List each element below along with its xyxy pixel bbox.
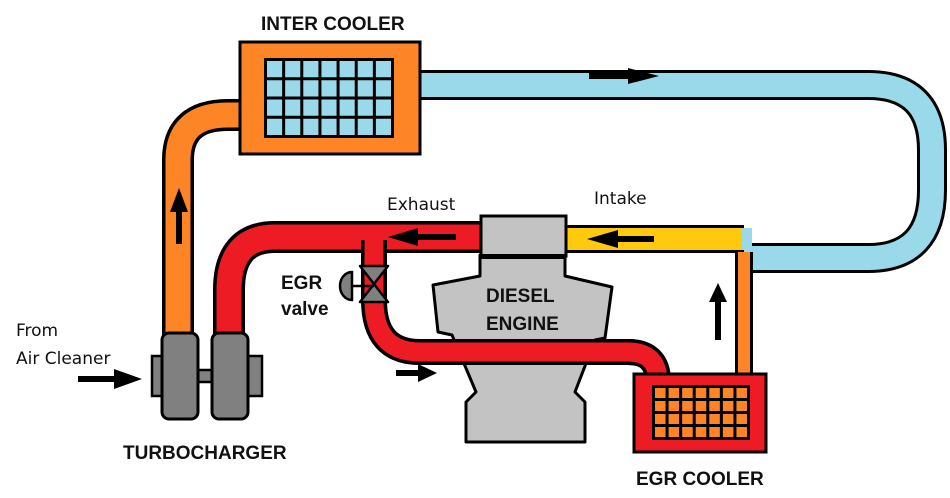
grid-cell xyxy=(267,99,283,116)
grid-cell xyxy=(655,401,666,411)
grid-cell xyxy=(682,388,693,398)
grid-cell xyxy=(709,427,720,437)
grid-cell xyxy=(695,401,707,411)
egr-return-pipe xyxy=(735,252,753,376)
grid-cell xyxy=(357,80,373,97)
compressed-air-pipe xyxy=(162,99,250,338)
grid-cell xyxy=(339,99,355,116)
grid-cell xyxy=(722,388,734,398)
grid-cell xyxy=(709,414,720,424)
grid-cell xyxy=(321,118,337,135)
grid-cell xyxy=(682,414,693,424)
grid-cell xyxy=(682,427,693,437)
grid-cell xyxy=(303,80,319,97)
arrow-up-icon xyxy=(709,283,727,340)
grid-cell xyxy=(339,61,355,78)
arrow-left-icon xyxy=(587,230,654,248)
grid-cell xyxy=(709,401,720,411)
grid-cell xyxy=(375,61,391,78)
grid-cell xyxy=(668,388,680,398)
grid-cell xyxy=(655,427,666,437)
inter-cooler[interactable] xyxy=(238,40,422,156)
air-cleaner-label: Air Cleaner xyxy=(16,349,110,369)
grid-cell xyxy=(722,427,734,437)
grid-cell xyxy=(267,61,283,78)
egr-cooler[interactable] xyxy=(632,372,768,454)
grid-cell xyxy=(668,427,680,437)
arrow-right-icon xyxy=(78,369,142,389)
egr-valve-label-line1: EGR xyxy=(281,273,322,294)
diesel-engine[interactable]: DIESEL ENGINE xyxy=(418,214,671,444)
grid-cell xyxy=(375,118,391,135)
grid-cell xyxy=(736,401,747,411)
intake-label: Intake xyxy=(594,189,647,209)
grid-cell xyxy=(668,414,680,424)
grid-cell xyxy=(321,80,337,97)
grid-cell xyxy=(722,414,734,424)
engine-label-line2: ENGINE xyxy=(486,314,559,335)
grid-cell xyxy=(375,99,391,116)
grid-cell xyxy=(267,80,283,97)
egr-valve-label-line2: valve xyxy=(281,299,329,320)
grid-cell xyxy=(736,414,747,424)
grid-cell xyxy=(357,61,373,78)
grid-cell xyxy=(321,99,337,116)
turbocharger[interactable] xyxy=(150,331,264,421)
grid-cell xyxy=(655,388,666,398)
grid-cell xyxy=(695,388,707,398)
inter-cooler-label: INTER COOLER xyxy=(261,14,405,35)
grid-cell xyxy=(722,401,734,411)
grid-cell xyxy=(285,118,301,135)
grid-cell xyxy=(668,401,680,411)
arrow-right-icon xyxy=(396,364,437,382)
grid-cell xyxy=(655,414,666,424)
grid-cell xyxy=(267,118,283,135)
grid-cell xyxy=(682,401,693,411)
grid-cell xyxy=(375,80,391,97)
arrow-up-icon xyxy=(170,188,188,244)
grid-cell xyxy=(303,99,319,116)
turbocharger-label: TURBOCHARGER xyxy=(123,443,287,464)
grid-cell xyxy=(285,99,301,116)
grid-cell xyxy=(709,388,720,398)
grid-cell xyxy=(339,118,355,135)
intercooler-grid xyxy=(267,61,391,135)
grid-cell xyxy=(339,80,355,97)
grid-cell xyxy=(736,427,747,437)
grid-cell xyxy=(695,414,707,424)
exhaust-pipe xyxy=(213,221,486,338)
egr-valve[interactable] xyxy=(338,264,390,304)
grid-cell xyxy=(357,99,373,116)
exhaust-label: Exhaust xyxy=(387,195,456,215)
egr-cooler-grid xyxy=(655,388,747,437)
grid-cell xyxy=(357,118,373,135)
engine-label-line1: DIESEL xyxy=(486,286,555,307)
egr-cooler-label: EGR COOLER xyxy=(636,469,764,490)
arrow-left-icon xyxy=(388,228,456,246)
arrow-right-icon xyxy=(589,68,659,84)
grid-cell xyxy=(285,61,301,78)
cold-intake-pipe xyxy=(418,70,947,273)
grid-cell xyxy=(303,61,319,78)
grid-cell xyxy=(303,118,319,135)
grid-cell xyxy=(321,61,337,78)
grid-cell xyxy=(285,80,301,97)
grid-cell xyxy=(695,427,707,437)
grid-cell xyxy=(736,388,747,398)
from-label: From xyxy=(16,321,58,341)
